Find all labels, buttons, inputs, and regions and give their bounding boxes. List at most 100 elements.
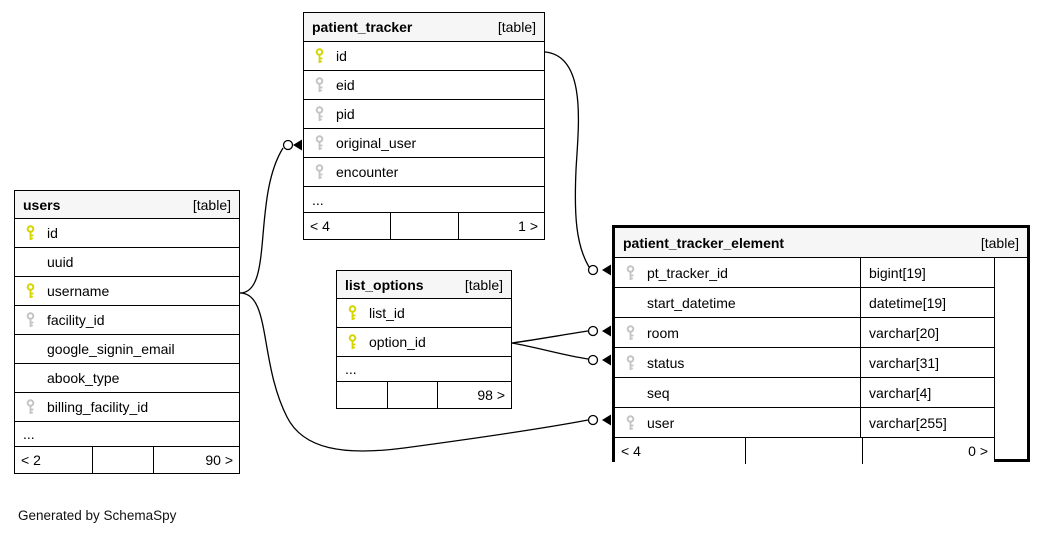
table-type-badge: [table]	[464, 276, 503, 293]
index-key-icon	[625, 414, 639, 431]
table-list-options[interactable]: list_options [table] list_id option_id .…	[336, 270, 512, 409]
column-name: option_id	[369, 334, 426, 350]
children-count[interactable]: 0 >	[968, 443, 988, 459]
relationship-endpoint-circle	[587, 264, 599, 276]
no-key-spacer	[625, 295, 639, 311]
index-key-icon	[25, 399, 39, 415]
children-count[interactable]: 1 >	[518, 218, 538, 234]
parents-count[interactable]: < 4	[615, 438, 746, 464]
relationship-line-users-to-patient-tracker	[239, 147, 284, 294]
end-column	[994, 258, 1027, 459]
index-key-icon	[25, 312, 39, 328]
more-columns-ellipsis: ...	[304, 187, 544, 213]
parents-count	[337, 382, 388, 408]
children-count[interactable]: 90 >	[205, 452, 233, 468]
no-key-spacer	[25, 254, 39, 270]
table-type-badge: [table]	[192, 196, 231, 213]
no-key-spacer	[625, 385, 639, 401]
table-footer: < 4 1 >	[304, 213, 544, 239]
index-key-icon	[625, 324, 639, 341]
table-patient-tracker[interactable]: patient_tracker [table] id eid pid origi…	[303, 12, 545, 240]
relationship-arrow	[602, 325, 611, 337]
relationship-endpoint-circle	[587, 414, 599, 426]
column-type: bigint[19]	[869, 264, 926, 281]
column-name: billing_facility_id	[47, 399, 149, 415]
primary-key-icon	[314, 48, 328, 64]
index-key-icon	[314, 77, 328, 93]
primary-key-icon	[25, 225, 39, 241]
relationship-endpoint-circle	[587, 354, 599, 366]
table-title: list_options	[345, 276, 424, 293]
column-row-user: user varchar[255]	[615, 408, 994, 438]
column-name: pid	[336, 106, 355, 122]
no-key-spacer	[25, 370, 39, 386]
table-type-badge: [table]	[497, 19, 536, 35]
column-row-start-datetime: start_datetime datetime[19]	[615, 288, 994, 318]
column-row-list-id: list_id	[337, 299, 511, 328]
relationship-arrow	[602, 264, 611, 276]
column-row-billing-facility-id: billing_facility_id	[15, 393, 239, 422]
index-key-icon	[314, 135, 328, 151]
more-columns-ellipsis: ...	[15, 422, 239, 447]
column-row-abook-type: abook_type	[15, 364, 239, 393]
column-name: start_datetime	[647, 294, 736, 311]
primary-key-icon	[347, 305, 361, 321]
column-name: status	[647, 354, 685, 371]
index-key-icon	[625, 264, 639, 281]
column-name: list_id	[369, 305, 405, 321]
column-row-eid: eid	[304, 71, 544, 100]
relationship-line-list-options-to-room	[511, 330, 589, 344]
table-header-users[interactable]: users [table]	[15, 191, 239, 219]
footer-spacer	[93, 447, 154, 473]
primary-key-icon	[347, 334, 361, 350]
column-row-option-id: option_id	[337, 328, 511, 357]
table-header-list-options[interactable]: list_options [table]	[337, 271, 511, 299]
column-name: user	[647, 414, 675, 431]
column-type: varchar[20]	[869, 324, 940, 341]
relationship-arrow	[602, 354, 611, 366]
column-name: seq	[647, 384, 670, 401]
column-row-original-user: original_user	[304, 129, 544, 158]
relationship-endpoint-circle	[587, 325, 599, 337]
column-name: abook_type	[47, 370, 120, 386]
column-name: uuid	[47, 254, 74, 270]
table-users[interactable]: users [table] id uuid username facility_…	[14, 190, 240, 474]
column-row-encounter: encounter	[304, 158, 544, 187]
footer-spacer	[391, 213, 459, 239]
relationship-arrow	[293, 139, 302, 151]
table-header-patient-tracker[interactable]: patient_tracker [table]	[304, 13, 544, 42]
column-name: pt_tracker_id	[647, 264, 728, 281]
table-footer: < 4 0 >	[615, 438, 994, 464]
children-count[interactable]: 98 >	[477, 387, 505, 403]
footer-spacer	[388, 382, 438, 408]
column-type: varchar[4]	[869, 384, 932, 401]
column-name: id	[336, 48, 347, 64]
table-header-patient-tracker-element[interactable]: patient_tracker_element [table]	[615, 228, 1027, 258]
no-key-spacer	[25, 341, 39, 357]
column-row-id: id	[304, 42, 544, 71]
column-type: varchar[31]	[869, 354, 940, 371]
column-row-google-signin-email: google_signin_email	[15, 335, 239, 364]
table-title: users	[23, 196, 61, 213]
index-key-icon	[314, 106, 328, 122]
index-key-icon	[314, 164, 328, 180]
column-type: varchar[255]	[869, 414, 947, 431]
parents-count[interactable]: < 4	[304, 213, 391, 239]
table-footer: < 2 90 >	[15, 447, 239, 473]
generated-by-note: Generated by SchemaSpy	[18, 508, 177, 523]
column-name: id	[47, 225, 58, 241]
column-row-facility-id: facility_id	[15, 306, 239, 335]
column-type: datetime[19]	[869, 294, 947, 311]
column-name: google_signin_email	[47, 341, 175, 357]
parents-count[interactable]: < 2	[15, 447, 93, 473]
column-name: original_user	[336, 135, 417, 151]
primary-key-icon	[25, 283, 39, 299]
column-name: facility_id	[47, 312, 105, 328]
column-row-pid: pid	[304, 100, 544, 129]
column-name: eid	[336, 77, 355, 93]
column-row-seq: seq varchar[4]	[615, 378, 994, 408]
column-row-username: username	[15, 277, 239, 306]
column-row-id: id	[15, 219, 239, 248]
table-patient-tracker-element[interactable]: patient_tracker_element [table] pt_track…	[612, 225, 1030, 464]
